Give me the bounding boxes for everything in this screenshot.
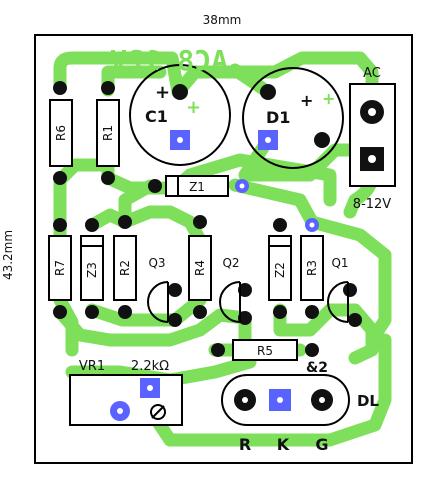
resistor-r3: R3 [300, 235, 324, 301]
c1-plus-track: + [186, 97, 201, 118]
solder-pads [53, 81, 362, 357]
resistor-r5: R5 &2 [232, 339, 328, 376]
transistor-q3: Q3 [147, 256, 169, 323]
z3-label: Z3 [85, 262, 99, 278]
r2-label: R2 [118, 260, 132, 276]
voltage-label: 8-12V [353, 197, 392, 212]
q3-label: Q3 [148, 256, 165, 270]
r6-label: R6 [54, 125, 68, 141]
r3-label: R3 [305, 260, 319, 276]
zener-z1: Z1 [165, 175, 249, 197]
d1-label: D1 [266, 108, 290, 127]
c1-label: C1 [145, 107, 168, 126]
resistor-r4: R4 [188, 235, 212, 301]
ac-label: AC [363, 66, 381, 81]
transistor-q2: Q2 [219, 256, 241, 323]
height-dimension: 43.2mm [1, 230, 15, 280]
q1-label: Q1 [331, 256, 348, 270]
capacitor-c1: C1 + + [129, 64, 231, 166]
pin-r: R [239, 435, 251, 454]
q2-board-label: &2 [306, 360, 328, 376]
r5-label: R5 [257, 344, 273, 358]
resistor-r2: R2 [113, 235, 137, 301]
pin-g: G [315, 435, 328, 454]
ac-connector: AC 8-12V [349, 66, 396, 212]
pin-k: K [277, 435, 290, 454]
trimmer-vr1: VR1 2.2kΩ [69, 359, 183, 426]
resistor-r7: R7 [48, 235, 72, 301]
r4-label: R4 [193, 260, 207, 276]
d1-plus-track: + [322, 89, 335, 108]
mirrored-title: AC8-12V [110, 44, 228, 77]
r1-label: R1 [101, 125, 115, 141]
vr1-label: VR1 [79, 359, 105, 374]
r7-label: R7 [53, 260, 67, 276]
z2-label: Z2 [273, 262, 287, 278]
z1-label: Z1 [189, 180, 205, 194]
diode-d1: D1 + + [242, 67, 344, 169]
zener-z2: Z2 [268, 235, 292, 301]
resistor-r6: R6 [49, 99, 73, 167]
resistor-r1: R1 [96, 99, 120, 167]
zener-z3: Z3 [80, 235, 104, 301]
led-dl: DL [221, 374, 379, 426]
c1-plus-sign: + [155, 82, 170, 103]
transistor-q1: Q1 [327, 256, 349, 323]
vr1-value: 2.2kΩ [131, 359, 169, 374]
q2-label: Q2 [222, 256, 239, 270]
width-dimension: 38mm [203, 13, 242, 27]
d1-plus-sign: + [300, 91, 313, 110]
dl-label: DL [357, 392, 379, 410]
